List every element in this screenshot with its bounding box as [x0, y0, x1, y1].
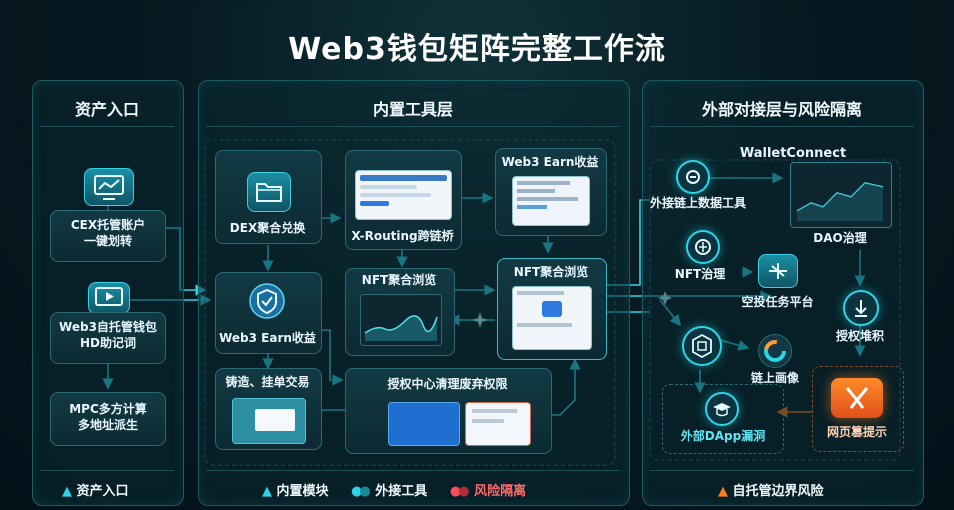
- auth-pile-icon[interactable]: [843, 290, 879, 326]
- auth-pile-label: 授权堆积: [835, 329, 884, 343]
- chain-profile-label: 链上画像: [750, 371, 799, 385]
- divider: [206, 126, 620, 127]
- mint-screenshot: [232, 398, 306, 444]
- divider: [206, 470, 620, 471]
- page-title: Web3钱包矩阵完整工作流: [288, 32, 666, 67]
- mpc-card[interactable]: MPC多方计算 多地址派生: [50, 392, 166, 446]
- dot-icon: ●: [359, 484, 371, 499]
- nft-left-label: NFT聚合浏览: [361, 273, 437, 287]
- auth-center-label: 授权中心清理废弃权限: [387, 377, 508, 391]
- mint-label: 铸造、挂单交易: [225, 375, 310, 389]
- walletconnect-label: WalletConnect: [739, 146, 847, 161]
- folder-icon: [247, 172, 291, 212]
- dot-icon: ●: [351, 484, 363, 499]
- dapp-bug-label: 外部DApp漏洞: [680, 429, 766, 443]
- video-player-icon: [88, 282, 130, 314]
- x-routing-label: X-Routing跨链桥: [351, 229, 454, 243]
- builtin-tools-title: 内置工具层: [372, 100, 453, 119]
- dot-icon: ●: [458, 484, 470, 499]
- link-circle-icon[interactable]: [676, 160, 710, 194]
- shield-check-icon: [248, 282, 286, 320]
- nft-center-label: NFT聚合浏览: [513, 265, 589, 279]
- airdrop-label: 空投任务平台: [741, 295, 814, 309]
- divider: [40, 470, 174, 471]
- chain-data-tool-label: 外接链上数据工具: [649, 196, 746, 210]
- graduation-cap-icon[interactable]: [705, 392, 739, 426]
- external-risk-title: 外部对接层与风险隔离: [701, 100, 862, 119]
- phish-frame: [812, 366, 904, 452]
- monitor-icon: [84, 168, 134, 206]
- nft-center-screenshot: [512, 286, 592, 350]
- warning-triangle-icon: ▲: [62, 484, 72, 499]
- airdrop-icon: [758, 254, 798, 288]
- legend-asset-entry: ▲ 资产入口: [62, 484, 129, 499]
- auth-screenshot-b: [465, 402, 531, 446]
- divider: [650, 126, 914, 127]
- earn-top-label: Web3 Earn收益: [501, 155, 599, 169]
- dapp-bug-frame: [662, 384, 784, 454]
- warning-triangle-icon: ▲: [262, 484, 272, 499]
- dao-label: DAO治理: [813, 231, 867, 245]
- auth-screenshot-a: [388, 402, 460, 446]
- hex-node-icon[interactable]: [682, 326, 722, 366]
- dao-dashboard: [790, 162, 892, 228]
- divider: [40, 126, 174, 127]
- divider: [650, 470, 914, 471]
- x-routing-screenshot: [355, 170, 452, 220]
- legend-boundary-risk: ▲ 自托管边界风险: [718, 484, 824, 499]
- asset-entry-title: 资产入口: [74, 100, 139, 119]
- phish-label: 网页篡提示: [826, 425, 887, 439]
- cex-custody-card[interactable]: CEX托管账户 一键划转: [50, 210, 166, 262]
- nft-gov-label: NFT治理: [674, 267, 726, 281]
- dot-icon: ●: [449, 484, 462, 499]
- gov-circle-icon[interactable]: [686, 230, 720, 264]
- nft-left-chart: [360, 294, 442, 346]
- warning-triangle-icon: ▲: [718, 484, 728, 499]
- earn-main-label: Web3 Earn收益: [219, 331, 316, 345]
- phish-warning-icon: [831, 378, 883, 418]
- chain-profile-icon: [758, 334, 792, 368]
- dex-label: DEX聚合兑换: [229, 221, 306, 235]
- self-custody-wallet-card[interactable]: Web3自托管钱包 HD助记词: [50, 312, 166, 364]
- earn-top-screenshot: [512, 176, 590, 226]
- middle-legend: ▲ 内置模块 ●● 外接工具 ●● 风险隔离: [262, 484, 527, 499]
